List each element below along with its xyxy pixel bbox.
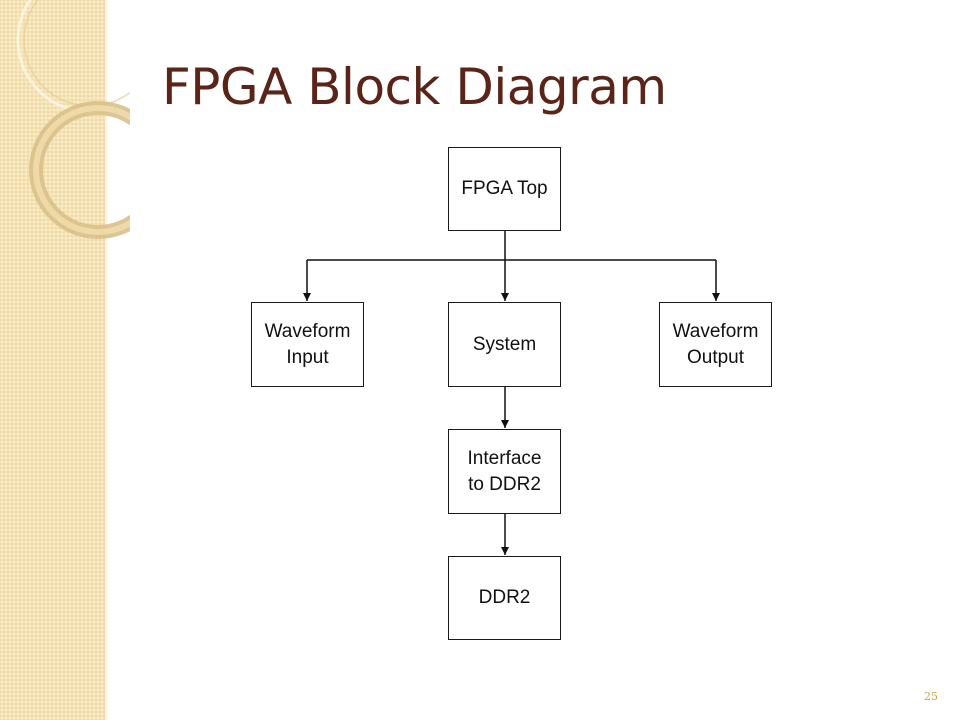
slide-page-number: 25	[924, 690, 938, 703]
block-waveform-output: Waveform Output	[659, 302, 772, 387]
decorative-circles	[16, 0, 130, 239]
block-fpga-top: FPGA Top	[448, 147, 561, 231]
block-system: System	[448, 302, 561, 387]
block-interface-ddr2: Interface to DDR2	[448, 429, 561, 514]
block-waveform-input: Waveform Input	[251, 302, 364, 387]
slide-title: FPGA Block Diagram	[162, 58, 667, 116]
block-ddr2: DDR2	[448, 556, 561, 640]
sidebar-divider	[105, 0, 107, 720]
